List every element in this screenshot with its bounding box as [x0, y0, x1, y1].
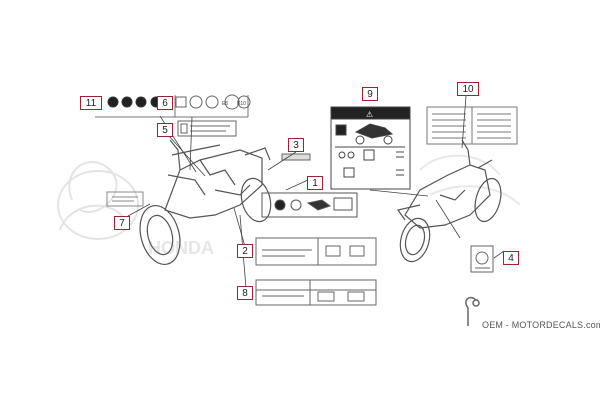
watermark-logo-right — [419, 154, 521, 206]
warning-icon: ⚠ — [366, 110, 373, 119]
label-7 — [106, 191, 144, 207]
callout-6: 6 — [157, 96, 173, 110]
marking-e5: E5 — [222, 101, 228, 107]
callout-10: 10 — [457, 82, 479, 96]
label-3 — [281, 153, 311, 161]
callout-7: 7 — [114, 216, 130, 230]
label-8 — [255, 279, 377, 306]
motorcycle-left-illustration — [139, 139, 272, 265]
callout-1: 1 — [307, 176, 323, 190]
label-2 — [255, 237, 377, 266]
motorcycle-right-illustration — [396, 139, 502, 263]
label-10 — [426, 106, 518, 145]
label-5 — [177, 120, 237, 137]
callout-8: 8 — [237, 286, 253, 300]
callout-11: 11 — [80, 96, 102, 110]
marking-e10: E10 — [237, 101, 246, 107]
callout-3: 3 — [288, 138, 304, 152]
label-4 — [470, 245, 494, 273]
label-11-icons — [107, 96, 162, 108]
label-1 — [261, 192, 358, 218]
label-6-icons — [175, 94, 251, 110]
callout-4: 4 — [503, 251, 519, 265]
leader-lines — [127, 95, 505, 289]
callout-5: 5 — [157, 123, 173, 137]
brand-text: OEM - MOTORDECALS.com — [482, 320, 600, 330]
callout-2: 2 — [237, 244, 253, 258]
brand-logo-icon — [465, 296, 480, 326]
label-9 — [330, 106, 411, 190]
callout-9: 9 — [362, 87, 378, 101]
